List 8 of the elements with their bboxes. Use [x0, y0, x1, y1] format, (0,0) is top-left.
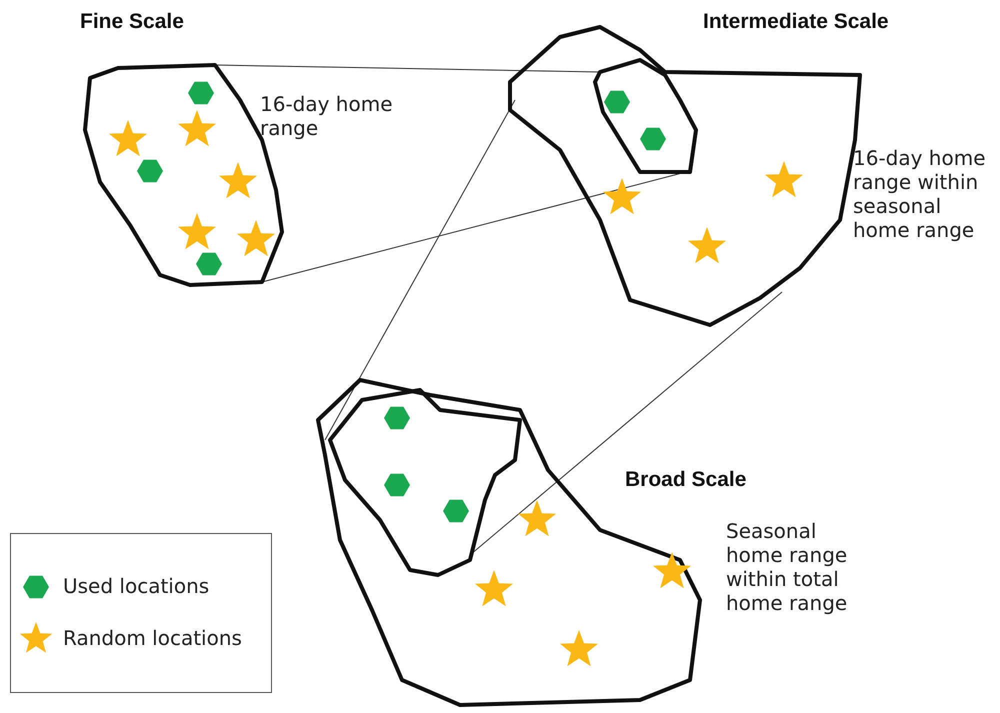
- scale-heading: Intermediate Scale: [703, 10, 890, 34]
- legend-label: Random locations: [63, 626, 242, 650]
- description-text: Seasonal home range within total home range: [726, 519, 848, 615]
- scale-heading: Fine Scale: [80, 10, 185, 34]
- legend-label: Used locations: [63, 574, 210, 598]
- description-text: 16-day home range: [260, 92, 394, 140]
- scale-heading: Broad Scale: [625, 468, 748, 492]
- description-text: 16-day home range within seasonal home range: [853, 146, 987, 242]
